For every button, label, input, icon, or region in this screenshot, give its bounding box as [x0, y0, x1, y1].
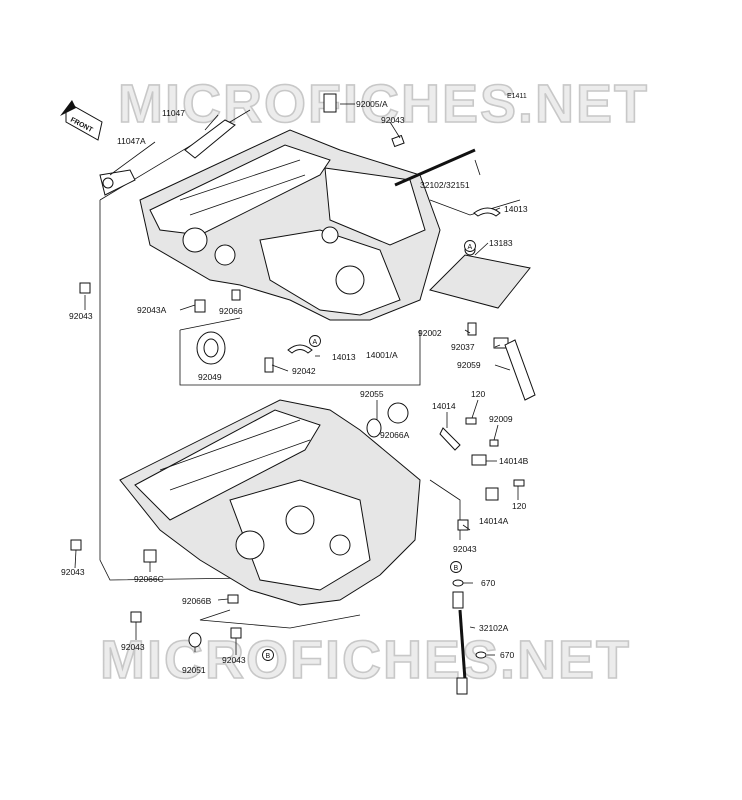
label-92043A: 92043A [137, 305, 167, 315]
callouts: A A B B [262, 240, 476, 661]
label-92005: 92005/A [356, 99, 388, 109]
label-92043-top: 92043 [381, 115, 405, 125]
label-14014: 14014 [432, 401, 456, 411]
label-92043-left: 92043 [69, 311, 93, 321]
label-92042: 92042 [292, 366, 316, 376]
label-11047: 11047 [162, 108, 185, 118]
label-92043-bl: 92043 [121, 642, 145, 652]
label-14013-right: 14013 [504, 204, 528, 214]
label-92059: 92059 [457, 360, 481, 370]
label-92043-bc: 92043 [222, 655, 246, 665]
watermark-top-fill: MICROFICHES.NET [118, 74, 649, 134]
label-92066B: 92066B [182, 596, 212, 606]
callout-b-right: B [450, 561, 462, 573]
label-13183: 13183 [489, 238, 513, 248]
lower-crankcase [119, 399, 421, 606]
label-32102A: 32102A [479, 623, 509, 633]
label-92066A: 92066A [380, 430, 410, 440]
label-92066: 92066 [219, 306, 243, 316]
label-14014A: 14014A [479, 516, 509, 526]
label-92043-right: 92043 [453, 544, 477, 554]
label-14001: 14001/A [366, 350, 398, 360]
label-92009: 92009 [489, 414, 513, 424]
label-14014B: 14014B [499, 456, 529, 466]
callout-b-bottom-text: B [266, 653, 271, 660]
callout-a-mid-text: A [313, 339, 318, 346]
label-92051: 92051 [182, 665, 206, 675]
callout-b-bottom: B [262, 649, 274, 661]
label-92049: 92049 [198, 372, 222, 382]
callout-b-right-text: B [454, 565, 459, 572]
label-670-bot: 670 [500, 650, 514, 660]
label-11047A: 11047A [117, 136, 146, 146]
label-670-top: 670 [481, 578, 495, 588]
callout-a-mid: A [309, 335, 321, 347]
front-arrow-icon: FRONT [60, 100, 103, 141]
label-92002: 92002 [418, 328, 442, 338]
small-parts [70, 93, 536, 695]
callout-a-top: A [464, 240, 476, 252]
watermark-top-outline: MICROFICHES.NET [118, 74, 649, 134]
upper-crankcase [139, 129, 441, 321]
label-92037: 92037 [451, 342, 475, 352]
watermark-bottom: MICROFICHES.NET MICROFICHES.NET [99, 629, 631, 691]
diagram-code: E1411 [507, 93, 527, 100]
callout-a-top-text: A [468, 244, 473, 251]
watermark-bottom-outline: MICROFICHES.NET [100, 630, 631, 690]
label-92066C: 92066C [134, 574, 164, 584]
leader-lines [74, 103, 519, 656]
watermark-bottom-fill: MICROFICHES.NET [100, 630, 631, 690]
label-32102: 32102/32151 [420, 180, 470, 190]
label-120-bot: 120 [512, 501, 526, 511]
label-92055: 92055 [360, 389, 384, 399]
part-labels: 11047 11047A 92005/A 92043 32102/32151 1… [61, 99, 529, 675]
label-92043-lowleft: 92043 [61, 567, 85, 577]
label-14013-mid: 14013 [332, 352, 356, 362]
watermark-top: MICROFICHES.NET MICROFICHES.NET [117, 73, 649, 135]
label-120-top: 120 [471, 389, 485, 399]
